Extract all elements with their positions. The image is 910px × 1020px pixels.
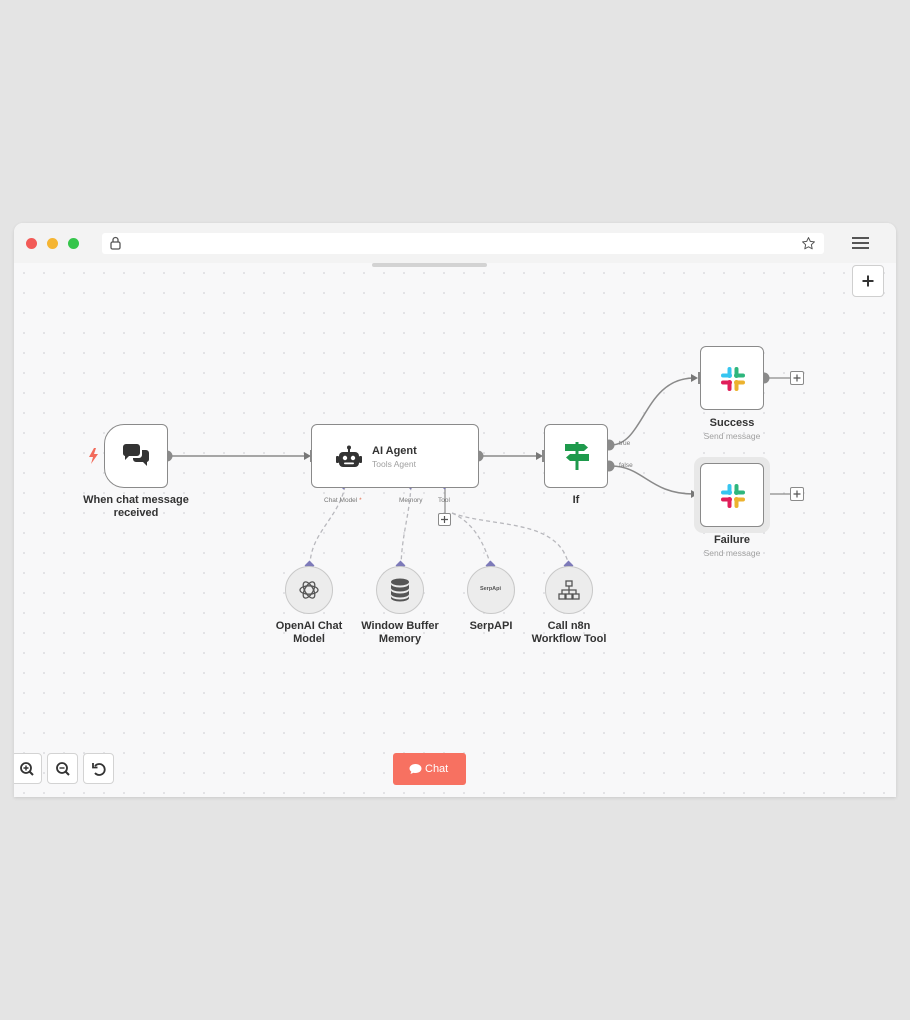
minimize-window-dot[interactable] [47, 238, 58, 249]
edge-arrow-if [536, 452, 543, 460]
maximize-window-dot[interactable] [68, 238, 79, 249]
undo-icon [92, 763, 106, 776]
chat-trigger-node[interactable] [104, 424, 168, 488]
panel-drag-handle[interactable] [372, 263, 487, 267]
edge-memory [400, 485, 412, 567]
zoom-out-button[interactable] [47, 753, 78, 784]
slack-icon [721, 484, 745, 508]
chat-model-handle-label: Chat Model * [324, 497, 362, 504]
reset-zoom-button[interactable] [83, 753, 114, 784]
memory-label: Window Buffer Memory [361, 620, 439, 645]
zoom-in-icon [20, 762, 34, 776]
failure-add-next-button[interactable] [790, 487, 804, 501]
edge-tool-n8n [451, 512, 570, 567]
memory-handle-label: Memory [399, 497, 423, 504]
edge-arrow-agent [304, 452, 311, 460]
failure-title: Failure [713, 534, 751, 546]
if-node[interactable] [544, 424, 608, 488]
openai-label: OpenAI Chat Model [275, 620, 343, 645]
trigger-bolt-icon [89, 448, 98, 464]
success-slack-node[interactable] [700, 346, 764, 410]
signpost-icon [565, 442, 589, 470]
chat-bubbles-icon [122, 444, 150, 466]
lock-icon [110, 236, 121, 250]
n8n-tool-label: Call n8n Workflow Tool [531, 620, 607, 645]
plus-icon [441, 516, 448, 523]
database-icon [391, 578, 409, 602]
agent-title: AI Agent [372, 445, 417, 457]
browser-window: When chat message received AI Agent Tool… [14, 223, 896, 797]
plus-icon [862, 275, 874, 287]
add-tool-button[interactable] [438, 513, 451, 526]
robot-icon [336, 445, 362, 467]
ai-agent-node[interactable]: AI Agent Tools Agent [311, 424, 479, 488]
edge-arrow-success [691, 374, 698, 382]
tool-handle-label: Tool [438, 497, 450, 504]
plus-icon [793, 490, 801, 498]
if-true-label: true [619, 440, 631, 447]
edge-false-to-failure [610, 465, 695, 495]
chat-bubble-icon [409, 764, 422, 774]
trigger-label: When chat message received [83, 494, 189, 519]
add-node-button[interactable] [852, 265, 884, 297]
zoom-out-icon [56, 762, 70, 776]
openai-icon [299, 581, 319, 599]
browser-titlebar [14, 223, 896, 263]
chat-button-label: Chat [425, 763, 449, 775]
slack-icon [721, 367, 745, 391]
address-bar[interactable] [102, 233, 824, 254]
serpapi-logo-text: SerpApi [479, 586, 502, 592]
sitemap-icon [558, 580, 580, 600]
failure-slack-node[interactable] [700, 463, 764, 527]
agent-subtitle: Tools Agent [372, 459, 416, 469]
if-false-label: false [619, 462, 633, 469]
window-buffer-memory-node[interactable] [376, 566, 424, 614]
if-label: If [572, 494, 580, 506]
hamburger-menu-icon[interactable] [852, 236, 869, 250]
bookmark-star-icon[interactable] [801, 236, 816, 251]
edge-true-to-success [610, 377, 695, 446]
plus-icon [793, 374, 801, 382]
call-n8n-workflow-tool-node[interactable] [545, 566, 593, 614]
serpapi-label: SerpAPI [469, 620, 513, 632]
success-add-next-button[interactable] [790, 371, 804, 385]
close-window-dot[interactable] [26, 238, 37, 249]
success-subtitle: Send message [703, 431, 761, 441]
openai-chat-model-node[interactable] [285, 566, 333, 614]
edge-chat-model [309, 485, 346, 567]
edge-tool-serpapi [451, 512, 492, 567]
chat-button[interactable]: Chat [393, 753, 466, 785]
serpapi-node[interactable]: SerpApi [467, 566, 515, 614]
success-title: Success [709, 417, 755, 429]
zoom-in-button[interactable] [14, 753, 42, 784]
failure-subtitle: Send message [703, 548, 761, 558]
